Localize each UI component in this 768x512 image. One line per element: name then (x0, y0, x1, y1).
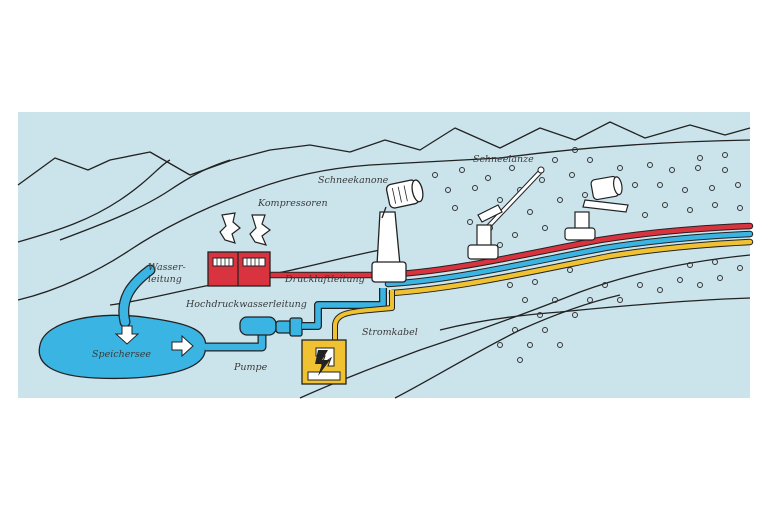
compressor-building (207, 251, 271, 287)
snow-cannon-right (564, 175, 629, 241)
water-supply-pipe (119, 265, 155, 327)
label-schneekanone: Schneekanone (318, 175, 389, 186)
label-wasserleitung-1: Wasser- (148, 262, 186, 273)
flow-down-arrow-icon (114, 325, 140, 345)
compressed-air-line (267, 223, 753, 278)
label-schneelanze: Schneelanze (473, 154, 534, 165)
snow-lance (467, 166, 545, 260)
pump (239, 316, 303, 337)
snow-spray (432, 147, 743, 363)
slope-supply-lines (266, 222, 754, 297)
label-pumpe: Pumpe (233, 362, 268, 373)
flow-right-arrow-icon (171, 334, 194, 358)
reservoir (38, 314, 207, 380)
power-line-slope (389, 239, 753, 296)
water-line-slope (385, 231, 753, 287)
lightning-icon (315, 350, 330, 376)
high-pressure-water-line (302, 288, 386, 329)
compressor-exhaust-icon (219, 212, 271, 246)
label-druckluftleitung: Druckluftleitung (284, 274, 365, 285)
label-speichersee: Speichersee (92, 349, 151, 360)
power-cable (333, 290, 394, 345)
pump-intake-pipe (205, 330, 266, 351)
label-kompressoren: Kompressoren (257, 198, 328, 209)
label-hochdruckwasserleitung: Hochdruckwasserleitung (185, 299, 307, 310)
snow-cannon (371, 179, 424, 283)
label-wasserleitung-2: leitung (148, 274, 182, 285)
label-stromkabel: Stromkabel (362, 327, 418, 338)
